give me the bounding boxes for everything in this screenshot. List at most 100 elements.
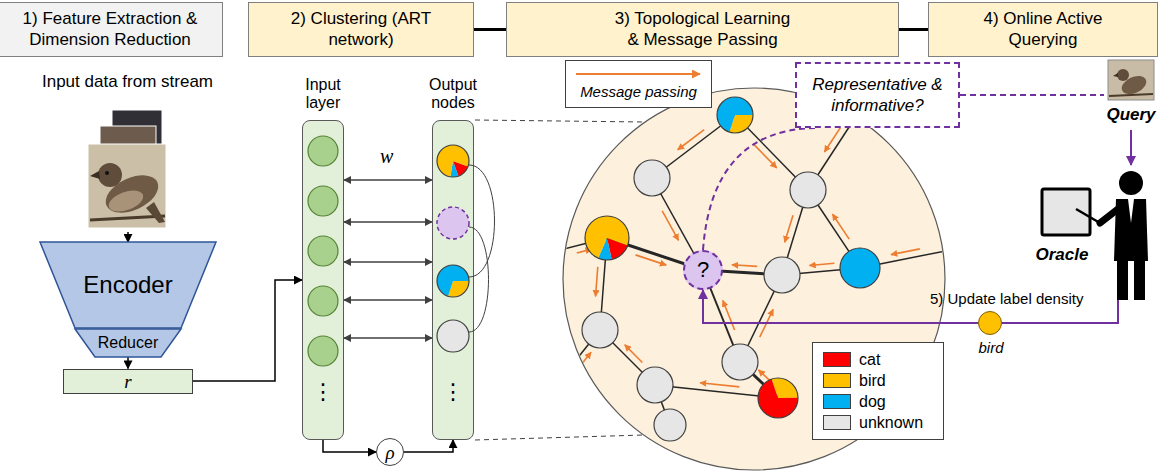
node-label: Query	[1100, 105, 1162, 125]
legend-swatch	[823, 373, 851, 388]
bird-eye	[105, 171, 109, 175]
graph-node	[654, 409, 686, 441]
leg	[1117, 261, 1128, 300]
message-arrow	[809, 263, 834, 265]
vigilance-circle: ρ	[376, 438, 404, 466]
output-layer: Output nodes⋮	[432, 120, 474, 440]
node-label: Input data from stream	[20, 72, 235, 92]
node-label: Representative & informative?	[812, 74, 944, 117]
connector	[323, 440, 376, 452]
legend-swatch	[823, 352, 851, 367]
bird-head	[1117, 69, 1129, 81]
encoder-block: Encoder	[40, 242, 216, 328]
legend-text: unknown	[859, 413, 923, 432]
graph-node	[840, 248, 880, 288]
node-label: Reducer	[98, 334, 158, 352]
node-label: Message passing	[566, 83, 711, 101]
graph-node-disc	[764, 257, 800, 293]
graph-node-disc	[654, 409, 686, 441]
graph-node	[585, 216, 629, 260]
stage-header: 1) Feature Extraction & Dimension Reduct…	[0, 2, 223, 57]
legend-swatch	[823, 394, 851, 409]
annotation-label: w	[380, 146, 393, 166]
graph-node-disc	[582, 312, 618, 348]
pointer	[1076, 209, 1100, 223]
input-layer: Input layer⋮	[302, 120, 344, 440]
graph-node	[637, 367, 673, 403]
message-arrow	[578, 352, 591, 368]
node-label: Oracle	[1030, 245, 1094, 265]
legend-row: unknown	[823, 412, 933, 433]
message-arrow	[576, 73, 700, 75]
query-node: ?	[683, 250, 723, 290]
node-label: ?	[697, 259, 709, 281]
reducer-block: Reducer	[75, 329, 181, 357]
query-thumbnail	[1104, 60, 1158, 102]
graph-node	[634, 160, 670, 196]
node-label: ρ	[385, 443, 394, 462]
input-neuron	[308, 236, 338, 266]
connector	[703, 128, 815, 250]
message-arrow	[833, 214, 850, 239]
message-arrow	[723, 301, 735, 330]
node-text: ⋮	[433, 381, 473, 403]
connector	[899, 28, 928, 31]
head	[1119, 171, 1143, 195]
graph-node-disc	[790, 172, 826, 208]
connector	[404, 440, 453, 452]
graph-node-disc	[722, 344, 758, 380]
message-arrow	[596, 267, 598, 296]
connector	[127, 357, 129, 369]
node-label: r	[124, 372, 131, 391]
node-label: bird	[963, 339, 1019, 357]
graph-node	[758, 378, 798, 418]
connector	[127, 232, 129, 242]
connector-label: 5) Update label density	[930, 290, 1083, 308]
graph-node-disc	[840, 248, 880, 288]
graph-node-disc	[634, 160, 670, 196]
input-stream: Input data from stream	[20, 72, 235, 232]
legend-text: cat	[859, 350, 880, 369]
stage-header: 3) Topological Learning & Message Passin…	[506, 2, 899, 57]
encoder-trapezoid	[40, 242, 216, 328]
connector	[344, 337, 432, 338]
stage-header: 2) Clustering (ART network)	[248, 2, 474, 57]
node-label: Input layer	[293, 76, 353, 113]
branch	[1109, 94, 1153, 96]
node-link	[469, 165, 495, 277]
query-sample: Query	[1104, 60, 1158, 130]
tie	[1128, 199, 1134, 223]
zoom-line	[475, 120, 644, 122]
connector	[344, 221, 432, 222]
connector	[344, 179, 432, 180]
connector	[474, 28, 506, 31]
input-neuron	[308, 336, 338, 366]
stream-image	[88, 144, 166, 228]
message-arrow	[678, 130, 705, 150]
message-arrow	[636, 255, 667, 265]
stage-header: 4) Online Active Querying	[928, 2, 1158, 57]
message-arrow	[785, 215, 793, 242]
legend-row: cat	[823, 349, 933, 370]
output-neuron-disc	[437, 320, 469, 352]
input-neuron	[308, 186, 338, 216]
input-neuron	[308, 286, 338, 316]
output-neuron-outline	[437, 145, 469, 177]
output-neuron-slice	[437, 145, 469, 177]
node-label: Encoder	[83, 272, 172, 298]
node-label: 2) Clustering (ART network)	[286, 9, 436, 50]
node-link	[469, 227, 489, 332]
connector	[344, 299, 432, 300]
output-neuron	[437, 145, 469, 177]
node-label: 1) Feature Extraction & Dimension Reduct…	[0, 9, 222, 50]
bird-head	[98, 163, 122, 187]
graph-node-disc	[637, 367, 673, 403]
output-neuron	[437, 265, 469, 297]
legend-box: catbirddogunknown	[812, 342, 944, 440]
body	[1114, 199, 1148, 261]
message-arrow	[891, 249, 920, 255]
message-arrow	[625, 345, 643, 363]
output-neuron-outline	[437, 265, 469, 297]
connector	[1130, 130, 1132, 165]
reducer-trapezoid	[75, 329, 181, 357]
